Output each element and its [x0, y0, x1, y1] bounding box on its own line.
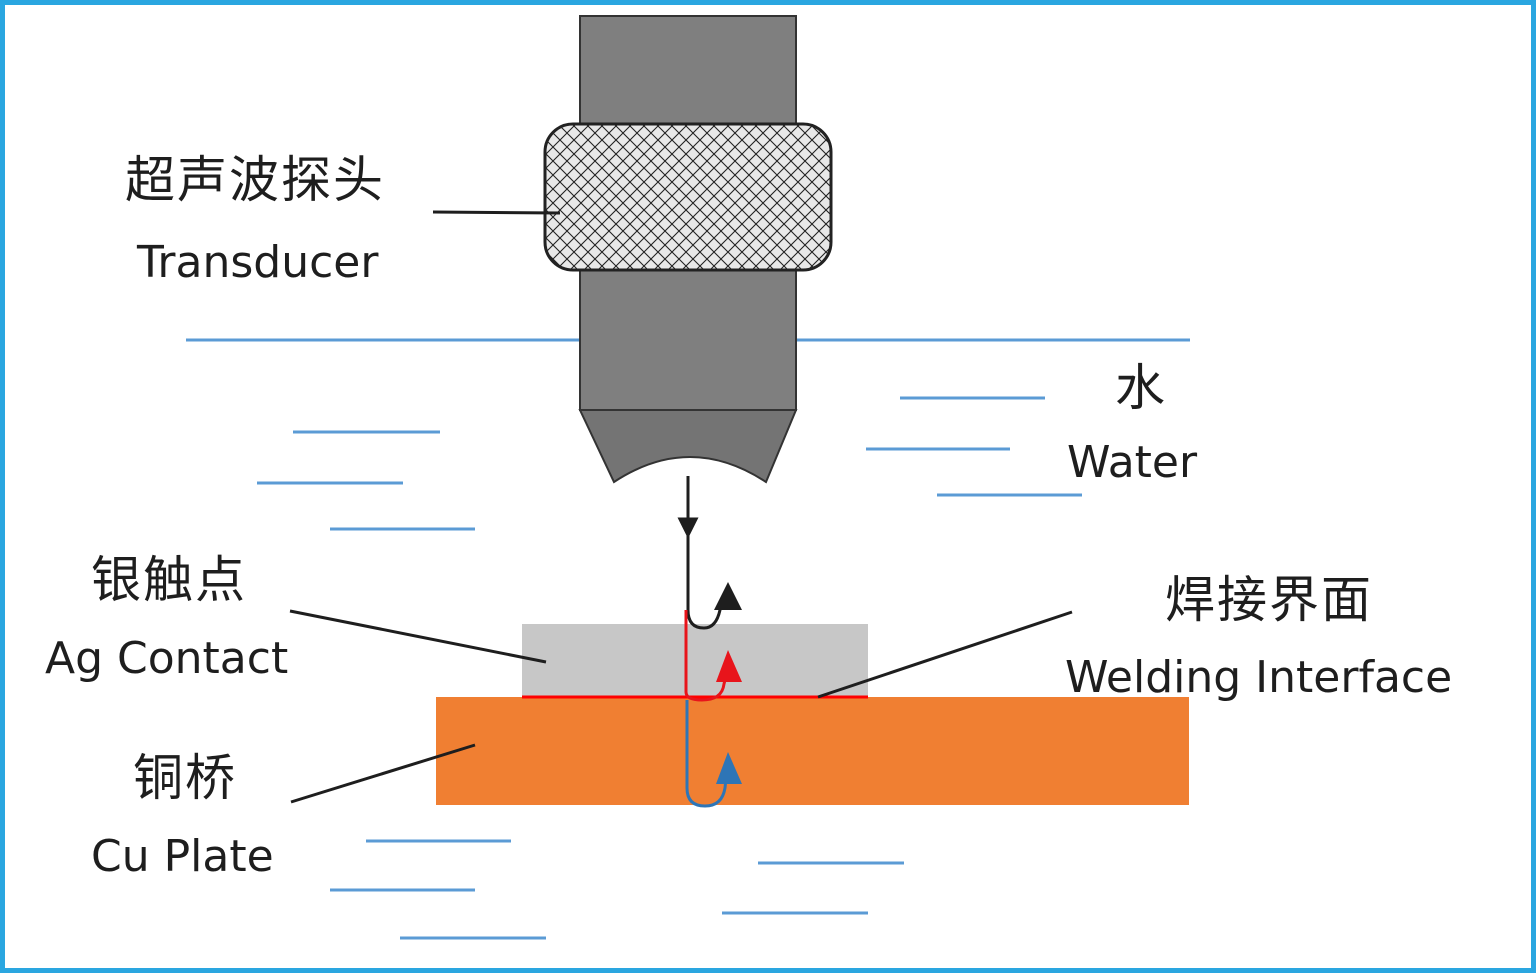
cu-plate [436, 697, 1189, 805]
water-lines [186, 338, 1190, 940]
ag-contact [522, 624, 868, 698]
transducer-leader [432, 210, 561, 215]
welding-interface-label-zh: 焊接界面 [1165, 571, 1373, 629]
surface-echo-arrowhead [714, 582, 742, 610]
ag-contact-label-zh: 银触点 [91, 551, 247, 609]
probe-tip [578, 409, 798, 484]
specimen [436, 624, 1189, 805]
ag-contact-label-en: Ag Contact [45, 633, 289, 684]
leader-lines [289, 210, 1073, 804]
bottom-echo-arrowhead [716, 752, 742, 784]
bottom-echo-path [685, 700, 728, 808]
ag-contact-leader [289, 609, 547, 664]
water-label-zh: 水 [1115, 359, 1167, 417]
surface-echo-path [686, 528, 724, 630]
transducer-label-zh: 超声波探头 [125, 151, 385, 209]
interface-echo-path [684, 610, 728, 702]
cu-plate-label-en: Cu Plate [91, 831, 274, 882]
cu-plate-label-zh: 铜桥 [133, 749, 237, 807]
welding-interface-leader [817, 610, 1073, 699]
water-label-en: Water [1067, 437, 1198, 488]
welding-interface-label-en: Welding Interface [1065, 652, 1453, 703]
ultrasonic-probe [543, 15, 833, 484]
cu-plate-leader [290, 743, 476, 804]
interface-echo-arrowhead [716, 650, 742, 682]
transducer-band [543, 122, 833, 272]
transducer-label-en: Transducer [137, 237, 379, 288]
ultrasonic-paths [677, 476, 742, 808]
